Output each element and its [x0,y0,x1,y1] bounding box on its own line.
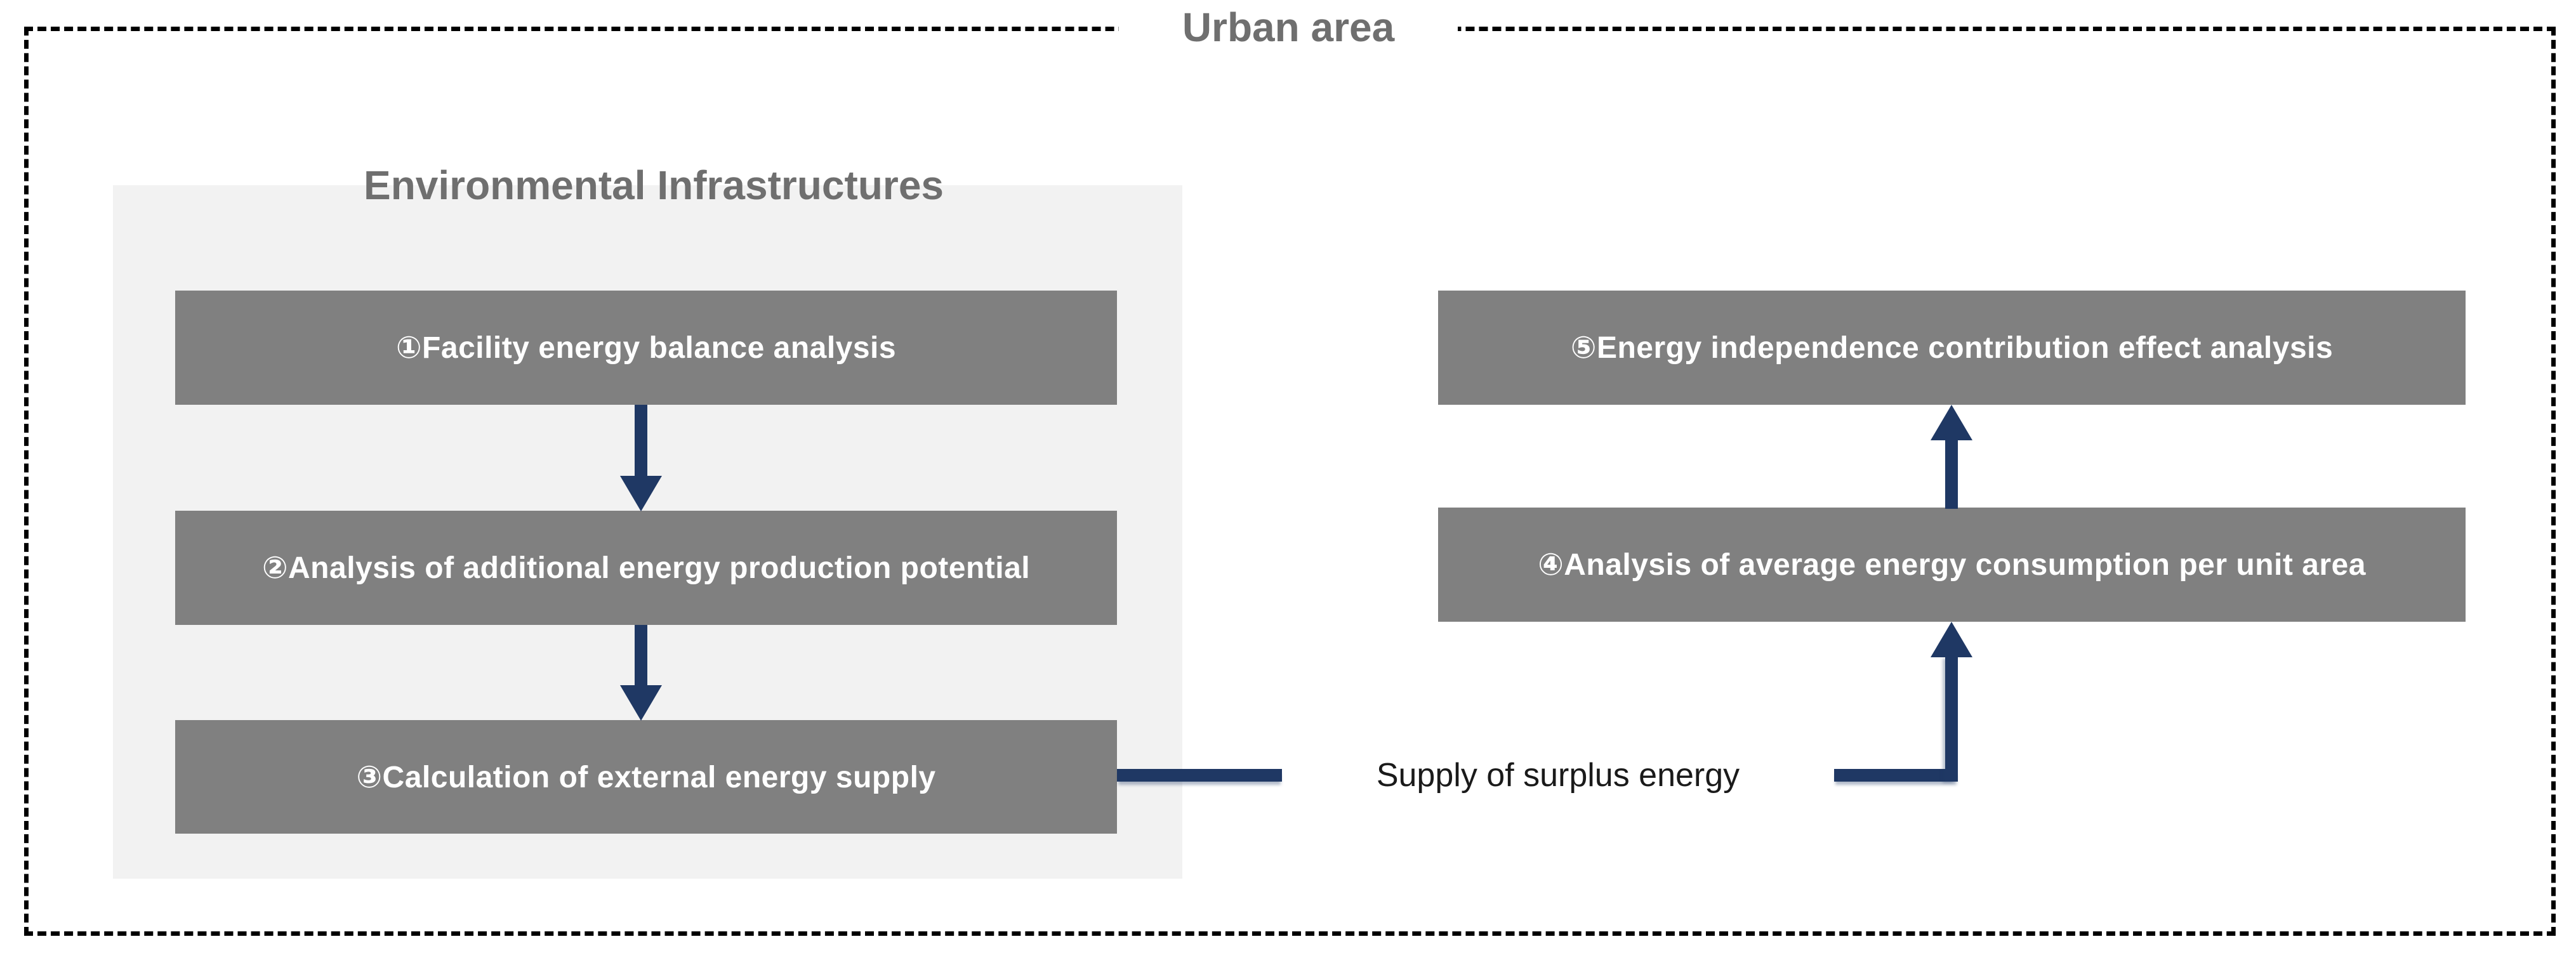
supply-line-from-box3 [1117,769,1282,782]
supply-elbow-horizontal [1834,769,1958,782]
step-box-5-energy-independence-effect: ⑤Energy independence contribution effect… [1438,291,2466,405]
arrow-down-2-head-icon [620,685,662,721]
arrow-up-4-to-5-shaft [1945,438,1958,509]
supply-elbow-vertical [1945,655,1958,782]
env-infra-label: Environmental Infrastructures [364,162,944,208]
step-box-4-average-consumption-per-unit-area: ④Analysis of average energy consumption … [1438,508,2466,622]
step-box-1-facility-energy-balance: ①Facility energy balance analysis [175,291,1117,405]
step-box-3-external-energy-supply: ③Calculation of external energy supply [175,720,1117,834]
arrow-down-1-shaft [635,405,647,480]
arrow-down-2-shaft [635,625,647,688]
arrow-down-1-head-icon [620,476,662,511]
step-box-2-additional-production-potential: ②Analysis of additional energy productio… [175,511,1117,625]
urban-area-title: Urban area [1034,4,1542,50]
arrow-up-4-to-5-head-icon [1931,405,1972,440]
supply-of-surplus-energy-label: Supply of surplus energy [1376,757,1740,794]
urban-area-title-text: Urban area [1118,4,1458,50]
supply-elbow-arrow-head-icon [1931,622,1972,657]
